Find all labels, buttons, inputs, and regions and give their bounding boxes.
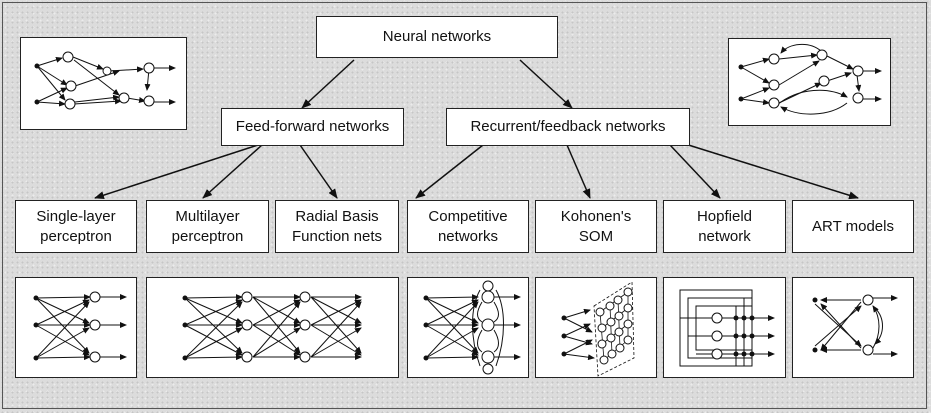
mlp-network-graph bbox=[182, 291, 362, 363]
art-illustration bbox=[792, 277, 914, 378]
root-node-label: Neural networks bbox=[382, 28, 492, 45]
recurrent-example-illustration bbox=[728, 38, 891, 126]
hopfield-illustration bbox=[663, 277, 786, 378]
type-hopfield-box: Hopfield network bbox=[663, 200, 786, 253]
type-competitive-box: Competitive networks bbox=[407, 200, 529, 253]
category-feedforward-label: Feed-forward networks bbox=[235, 118, 390, 135]
type-art-box: ART models bbox=[792, 200, 914, 253]
type-hopfield-label: Hopfield network bbox=[696, 207, 753, 245]
category-recurrent-label: Recurrent/feedback networks bbox=[470, 118, 666, 135]
type-som-label: Kohonen's SOM bbox=[560, 207, 632, 245]
slp-illustration bbox=[15, 277, 137, 378]
category-feedforward-box: Feed-forward networks bbox=[221, 108, 404, 146]
outer-frame bbox=[2, 2, 927, 409]
slp-network-graph bbox=[33, 291, 127, 363]
type-som-box: Kohonen's SOM bbox=[535, 200, 657, 253]
feedforward-network-graph bbox=[34, 51, 176, 110]
som-network-graph bbox=[561, 281, 635, 377]
arrow-root-to-recurrent bbox=[519, 59, 573, 109]
arrow-root-to-feedforward bbox=[301, 59, 355, 109]
type-rbf-box: Radial Basis Function nets bbox=[275, 200, 399, 253]
arrow-feedforward-to-rbf bbox=[299, 144, 338, 199]
feedforward-example-illustration bbox=[20, 37, 187, 130]
hopfield-network-graph bbox=[679, 289, 775, 367]
type-slp-label: Single-layer perceptron bbox=[36, 207, 116, 245]
arrow-feedforward-to-mlp bbox=[202, 144, 263, 199]
arrow-recurrent-to-hopfield bbox=[669, 144, 721, 199]
category-recurrent-box: Recurrent/feedback networks bbox=[446, 108, 690, 146]
competitive-illustration bbox=[407, 277, 529, 378]
type-art-label: ART models bbox=[812, 217, 894, 235]
type-mlp-label: Multilayer perceptron bbox=[171, 207, 244, 245]
type-rbf-label: Radial Basis Function nets bbox=[291, 207, 383, 245]
arrow-feedforward-to-slp bbox=[94, 144, 259, 200]
type-slp-box: Single-layer perceptron bbox=[15, 200, 137, 253]
som-illustration bbox=[535, 277, 657, 378]
type-competitive-label: Competitive networks bbox=[428, 207, 508, 245]
arrow-recurrent-to-art bbox=[681, 142, 859, 200]
competitive-network-graph bbox=[423, 280, 521, 375]
arrow-recurrent-to-som bbox=[566, 144, 591, 199]
recurrent-network-graph bbox=[738, 44, 882, 115]
arrow-recurrent-to-competitive bbox=[415, 144, 484, 199]
mlp-rbf-illustration bbox=[146, 277, 399, 378]
art-network-graph bbox=[812, 294, 898, 357]
root-node-box: Neural networks bbox=[316, 16, 558, 58]
type-mlp-box: Multilayer perceptron bbox=[146, 200, 269, 253]
